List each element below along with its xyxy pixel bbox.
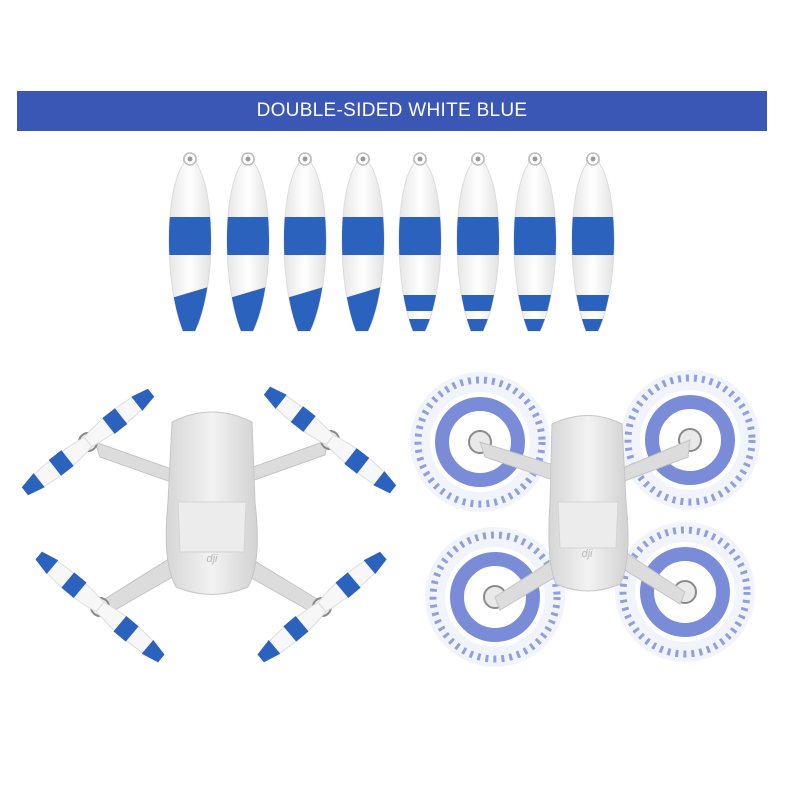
- propeller-blade: [280, 145, 330, 337]
- drone-body-2: [548, 415, 629, 592]
- title-banner: DOUBLE-SIDED WHITE BLUE: [17, 91, 767, 131]
- static-blade: [256, 601, 327, 663]
- drone-spinning-propellers: dji: [400, 362, 800, 682]
- propeller-blade: [338, 145, 388, 337]
- drone-static-propellers: dji: [0, 362, 400, 682]
- propeller-blade: [510, 145, 560, 337]
- drone-spinning-illustration: dji: [410, 370, 760, 667]
- static-blade: [263, 386, 335, 446]
- dji-logo: dji: [206, 553, 218, 565]
- static-blade: [21, 436, 93, 496]
- static-blade: [317, 551, 388, 613]
- propeller-row: [165, 145, 635, 337]
- drone-static-illustration: dji: [21, 386, 397, 663]
- propeller-blade: [395, 145, 445, 337]
- propeller-blade: [223, 145, 273, 337]
- propeller-blade: [165, 145, 215, 337]
- static-blade: [95, 601, 165, 663]
- static-blade: [83, 388, 155, 448]
- static-propeller-blades: [21, 386, 397, 663]
- static-blade: [325, 434, 397, 494]
- propeller-blade: [453, 145, 503, 337]
- propeller-blade: [568, 145, 618, 337]
- dji-logo-2: dji: [581, 548, 593, 560]
- spinning-propeller-discs: [410, 370, 760, 667]
- banner-text: DOUBLE-SIDED WHITE BLUE: [256, 100, 528, 121]
- drone-arms-2: [479, 439, 691, 611]
- static-blade: [35, 551, 105, 613]
- drone-body: [165, 411, 258, 595]
